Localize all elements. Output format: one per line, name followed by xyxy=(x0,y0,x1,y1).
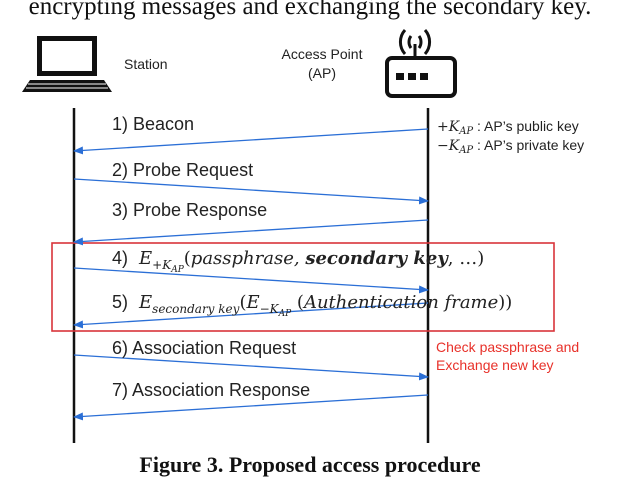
arrow-4-encrypted xyxy=(73,267,429,294)
arrow-2-probe-request xyxy=(73,178,429,205)
message-label-7: 7) Association Response xyxy=(112,380,310,400)
message-arrows xyxy=(73,128,429,421)
message-label-3: 3) Probe Response xyxy=(112,200,267,220)
arrow-7-association-response xyxy=(73,394,429,421)
station-label: Station xyxy=(124,56,168,72)
figure-caption: Figure 3. Proposed access procedure xyxy=(139,452,480,477)
ap-label-line1: Access Point xyxy=(282,46,363,62)
note-line-1: Check passphrase and xyxy=(436,339,579,355)
message-label-6: 6) Association Request xyxy=(112,338,296,358)
arrow-5-encrypted xyxy=(73,302,429,329)
note-line-2: Exchange new key xyxy=(436,357,554,373)
private-key-legend: −KAP : AP’s private key xyxy=(437,137,584,156)
header-text: encrypting messages and exchanging the s… xyxy=(29,0,592,20)
arrow-6-association-request xyxy=(73,354,429,381)
laptop-icon xyxy=(22,36,112,92)
key-legend: +KAP : AP’s public key −KAP : AP’s priva… xyxy=(437,118,584,156)
ap-label-line2: (AP) xyxy=(308,65,336,81)
message-label-1: 1) Beacon xyxy=(112,114,194,134)
message-label-2: 2) Probe Request xyxy=(112,160,253,180)
arrow-1-beacon xyxy=(73,128,429,155)
router-icon xyxy=(385,29,457,98)
highlight-box xyxy=(51,242,555,332)
arrow-3-probe-response xyxy=(73,219,429,246)
message-label-4: 4) E+KAP(passphrase, secondary key, …) xyxy=(112,248,484,275)
message-label-5: 5) Esecondary key(E−KAP (Authentication … xyxy=(112,292,512,319)
public-key-legend: +KAP : AP’s public key xyxy=(437,118,579,137)
